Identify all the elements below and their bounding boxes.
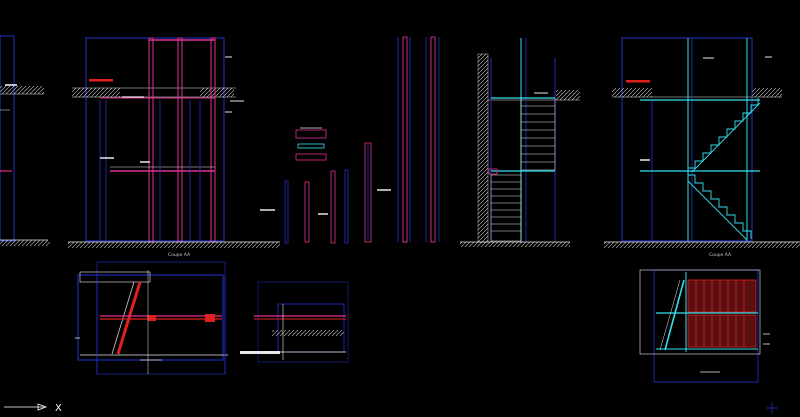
- plan-detail-middle: [240, 281, 349, 363]
- label-coupe-left: Coupe AA: [168, 252, 191, 258]
- plan-detail-right: [639, 269, 770, 383]
- ucs-axis-icon: X: [4, 403, 62, 414]
- ucs-x-label: X: [55, 403, 62, 414]
- vertical-rails-elevation: [397, 36, 440, 243]
- cursor-mark-icon: [766, 402, 778, 414]
- stair-ladder-elevation: [460, 38, 580, 247]
- label-coupe-right: Coupe AA: [709, 252, 732, 258]
- elevation-section-1: Coupe AA: [68, 37, 280, 258]
- plan-detail-left: [75, 261, 228, 375]
- elevation-left-partial: [0, 35, 50, 246]
- detail-sections-group: [260, 127, 391, 244]
- stair-section-right: Coupe AA: [604, 37, 800, 258]
